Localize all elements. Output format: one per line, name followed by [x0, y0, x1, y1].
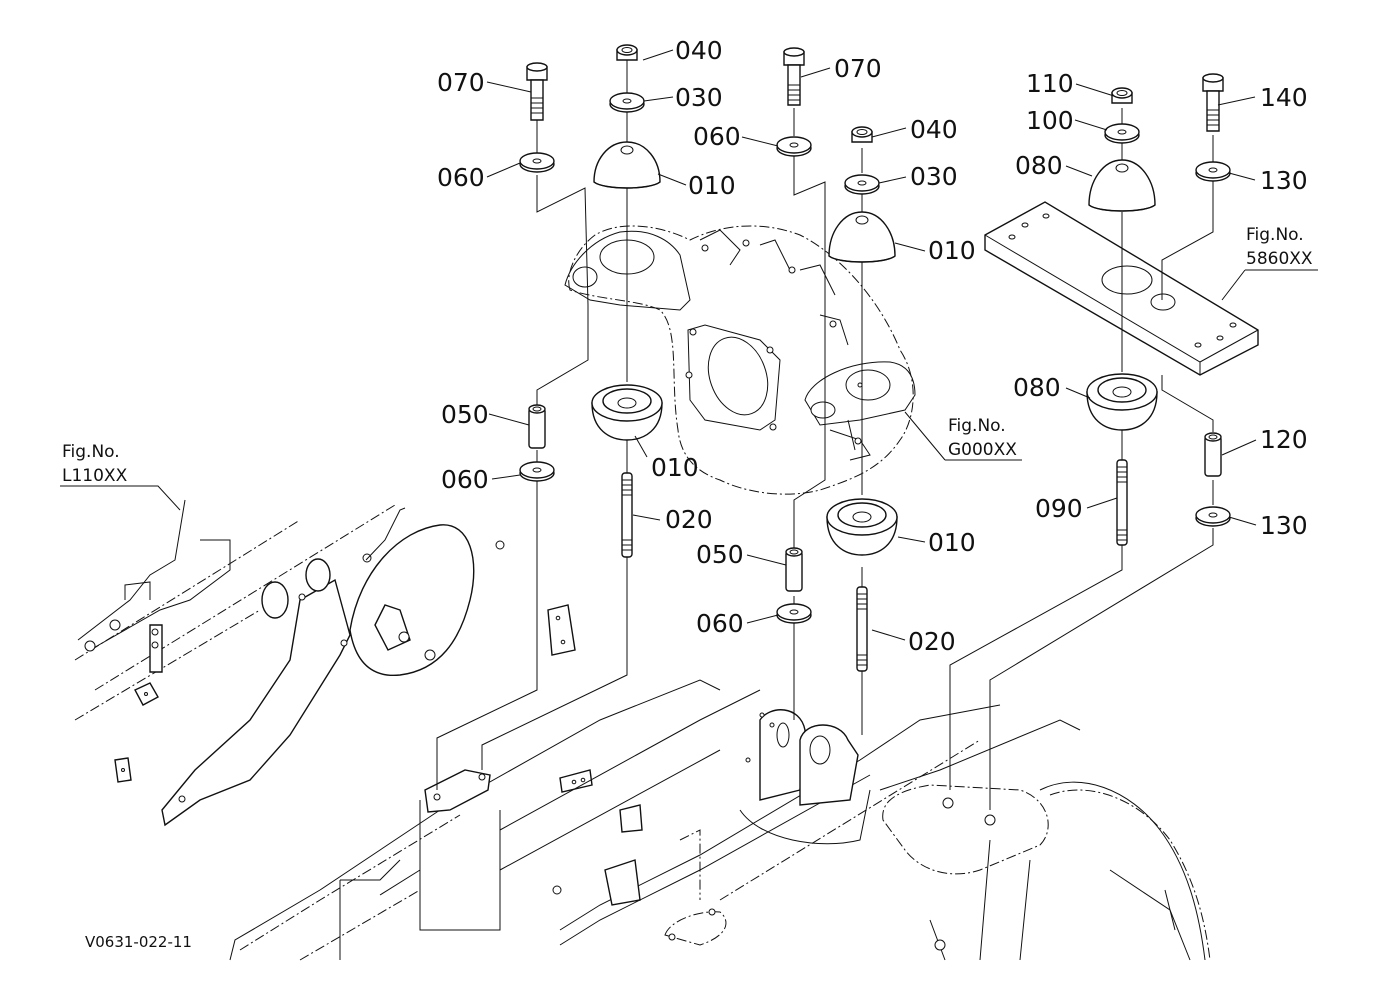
callout-080-right-top[interactable]: 080: [1015, 151, 1063, 180]
callout-040-left[interactable]: 040: [675, 36, 723, 65]
fig-ref-g000[interactable]: Fig.No. G000XX: [948, 416, 1017, 460]
washer-060-left-bottom: [519, 461, 555, 482]
dome-010-left-top: [593, 141, 661, 189]
fig-ref-l110-label: Fig.No.: [62, 442, 120, 462]
dome-080-right-top: [1088, 159, 1156, 212]
callout-090-right[interactable]: 090: [1035, 494, 1083, 523]
washer-030-left: [609, 92, 645, 113]
mount-010-left: [591, 384, 663, 441]
washer-130-right-top: [1195, 161, 1231, 182]
collar-120-right: [1204, 432, 1222, 477]
callout-020-left[interactable]: 020: [665, 505, 713, 534]
bolt-070-left: [526, 62, 548, 121]
mount-010-center: [826, 498, 898, 556]
collar-050-center: [785, 547, 803, 592]
washer-100-right: [1104, 123, 1140, 144]
washer-130-right-bottom: [1195, 506, 1231, 527]
washer-030-center: [844, 174, 880, 195]
dome-010-center-top: [828, 211, 896, 263]
callout-020-center[interactable]: 020: [908, 627, 956, 656]
callout-labels: 070 060 040 030 010 070 060 040 030 010 …: [437, 36, 1308, 656]
nut-040-center: [851, 126, 873, 143]
callout-130-right-top[interactable]: 130: [1260, 166, 1308, 195]
callout-010-center-bottom[interactable]: 010: [928, 528, 976, 557]
callout-110-right[interactable]: 110: [1026, 69, 1074, 98]
callout-040-center[interactable]: 040: [910, 115, 958, 144]
stud-090-right: [1116, 459, 1128, 546]
mount-080-right: [1086, 373, 1158, 431]
callout-100-right[interactable]: 100: [1026, 106, 1074, 135]
housing-g000: [564, 225, 916, 495]
drawing-code: V0631-022-11: [85, 933, 192, 951]
fig-ref-g000-code: G000XX: [948, 440, 1017, 460]
callout-050-left[interactable]: 050: [441, 400, 489, 429]
fig-ref-5860-label: Fig.No.: [1246, 225, 1304, 245]
callout-060-center-top[interactable]: 060: [693, 122, 741, 151]
stud-020-left: [621, 472, 633, 558]
callout-030-left[interactable]: 030: [675, 83, 723, 112]
callout-060-left-top[interactable]: 060: [437, 163, 485, 192]
nut-110-right: [1111, 87, 1133, 104]
callout-120-right[interactable]: 120: [1260, 425, 1308, 454]
frame-assembly: [74, 499, 1211, 961]
nut-040-left: [616, 44, 638, 61]
bolt-140-right: [1202, 73, 1224, 132]
callout-010-left-bottom[interactable]: 010: [651, 453, 699, 482]
callout-080-right-bottom[interactable]: 080: [1013, 373, 1061, 402]
callout-130-right-bottom[interactable]: 130: [1260, 511, 1308, 540]
stud-020-center: [856, 586, 868, 672]
callout-010-center-top[interactable]: 010: [928, 236, 976, 265]
callout-060-left-bottom[interactable]: 060: [441, 465, 489, 494]
callout-010-left-top[interactable]: 010: [688, 171, 736, 200]
leader-lines: [60, 49, 1318, 641]
fig-ref-g000-label: Fig.No.: [948, 416, 1006, 436]
collar-050-left: [528, 404, 546, 449]
fig-ref-l110[interactable]: Fig.No. L110XX: [62, 442, 128, 486]
washer-060-center-top: [776, 136, 812, 157]
callout-070-center[interactable]: 070: [834, 54, 882, 83]
callout-070-left[interactable]: 070: [437, 68, 485, 97]
callout-050-center[interactable]: 050: [696, 540, 744, 569]
fig-ref-5860[interactable]: Fig.No. 5860XX: [1246, 225, 1313, 269]
callout-140-right[interactable]: 140: [1260, 83, 1308, 112]
axis-lines: [436, 60, 1214, 810]
fig-ref-l110-code: L110XX: [62, 466, 128, 486]
bolt-070-center: [783, 47, 805, 106]
callout-030-center[interactable]: 030: [910, 162, 958, 191]
callout-060-center-bottom[interactable]: 060: [696, 609, 744, 638]
washer-060-center-bottom: [776, 603, 812, 624]
washer-060-left-top: [519, 152, 555, 173]
fig-ref-5860-code: 5860XX: [1246, 249, 1313, 269]
